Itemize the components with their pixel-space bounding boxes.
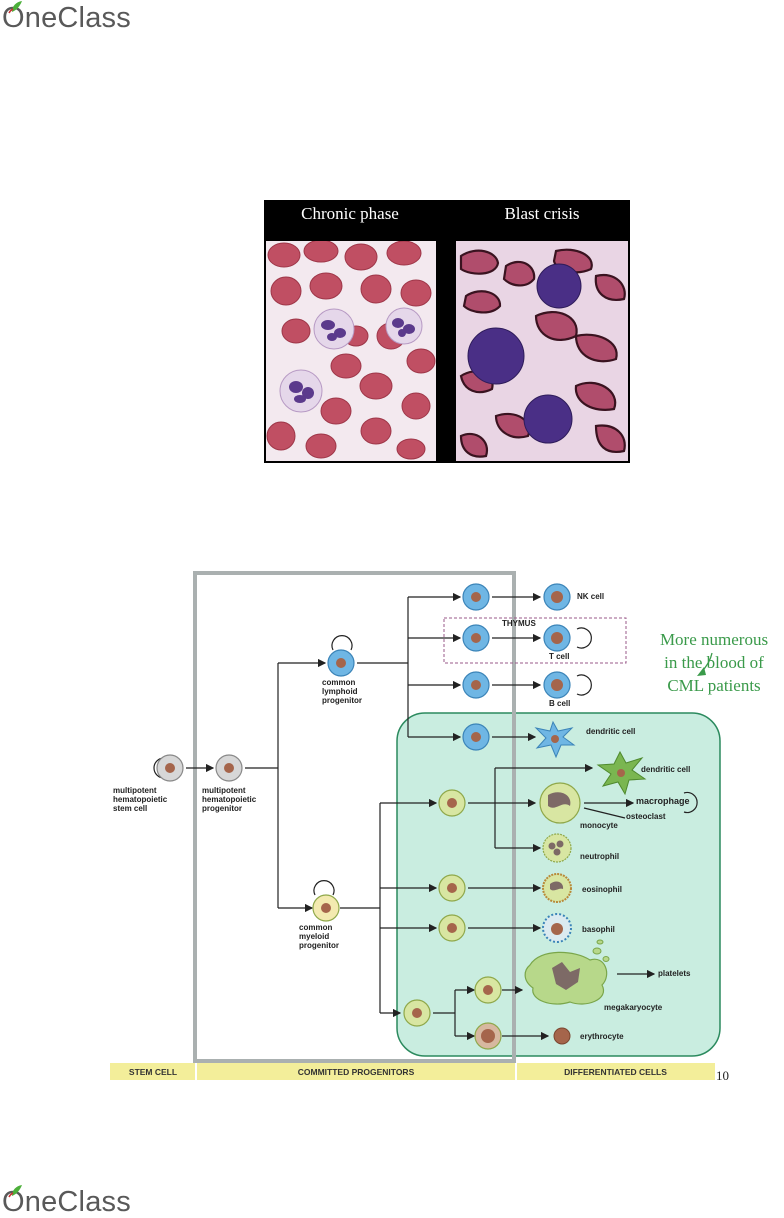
blast-crisis-label: Blast crisis bbox=[504, 204, 580, 223]
dendritic-lymphoid-label: dendritic cell bbox=[586, 727, 636, 736]
mpp-label: multipotent hematopoietic progenitor bbox=[202, 786, 257, 813]
logo-text: OneClass bbox=[2, 2, 131, 34]
page-number: 10 bbox=[716, 1068, 729, 1083]
thymus-box bbox=[443, 617, 627, 664]
basophil-cell bbox=[542, 913, 572, 943]
stem-cell bbox=[156, 754, 184, 782]
dendritic-cell-myeloid bbox=[596, 750, 647, 796]
neutrophil-label: neutrophil bbox=[580, 852, 620, 861]
b-cell-label: B cell bbox=[549, 699, 571, 708]
chronic-phase-micrograph bbox=[266, 241, 436, 461]
dendritic-cell-lymphoid bbox=[534, 720, 576, 759]
cmp-label: common myeloid progenitor bbox=[299, 923, 339, 950]
osteoclast-label: osteoclast bbox=[626, 812, 666, 821]
dendritic-myeloid-label: dendritic cell bbox=[641, 765, 691, 774]
neutrophil-cell bbox=[542, 833, 572, 863]
mpp-cell bbox=[215, 754, 243, 782]
progenitors-frame bbox=[193, 571, 516, 1063]
eosinophil-label: eosinophil bbox=[582, 885, 622, 894]
erythrocyte-label: erythrocyte bbox=[580, 1032, 624, 1041]
stage-band bbox=[110, 1063, 715, 1080]
band-differentiated: DIFFERENTIATED CELLS bbox=[564, 1067, 667, 1077]
chronic-phase-label: Chronic phase bbox=[301, 204, 399, 223]
apple-leaf-icon bbox=[8, 1185, 22, 1198]
band-committed: COMMITTED PROGENITORS bbox=[297, 1067, 415, 1077]
blast-crisis-micrograph bbox=[456, 241, 628, 461]
clp-label: common lymphoid progenitor bbox=[322, 678, 362, 705]
monocyte-cell bbox=[539, 782, 581, 824]
apple-leaf-icon bbox=[8, 1, 22, 14]
thymus-label: THYMUS bbox=[502, 619, 536, 628]
erythrocyte-cell bbox=[553, 1027, 571, 1045]
logo-text: OneClass bbox=[2, 1186, 131, 1218]
megakaryocyte-label: megakaryocyte bbox=[604, 1003, 663, 1012]
stem-cell-label: multipotent hematopoietic stem cell bbox=[113, 786, 168, 813]
t-cell-label: T cell bbox=[549, 652, 570, 661]
eosinophil-cell bbox=[542, 873, 572, 903]
platelets-label: platelets bbox=[658, 969, 691, 978]
oneclass-logo-bottom: OneClass bbox=[2, 1185, 131, 1218]
nk-cell-label: NK cell bbox=[577, 592, 605, 601]
band-stem-cell: STEM CELL bbox=[128, 1067, 178, 1077]
monocyte-label: monocyte bbox=[580, 821, 618, 830]
basophil-label: basophil bbox=[582, 925, 615, 934]
macrophage-label: macrophage bbox=[636, 796, 690, 806]
cml-annotation: More numerous in the blood of CML patien… bbox=[659, 630, 769, 695]
micrograph-panel: Chronic phase Blast crisis bbox=[264, 200, 630, 463]
oneclass-logo-top: OneClass bbox=[2, 1, 131, 34]
megakaryocyte-cell bbox=[524, 939, 610, 1005]
